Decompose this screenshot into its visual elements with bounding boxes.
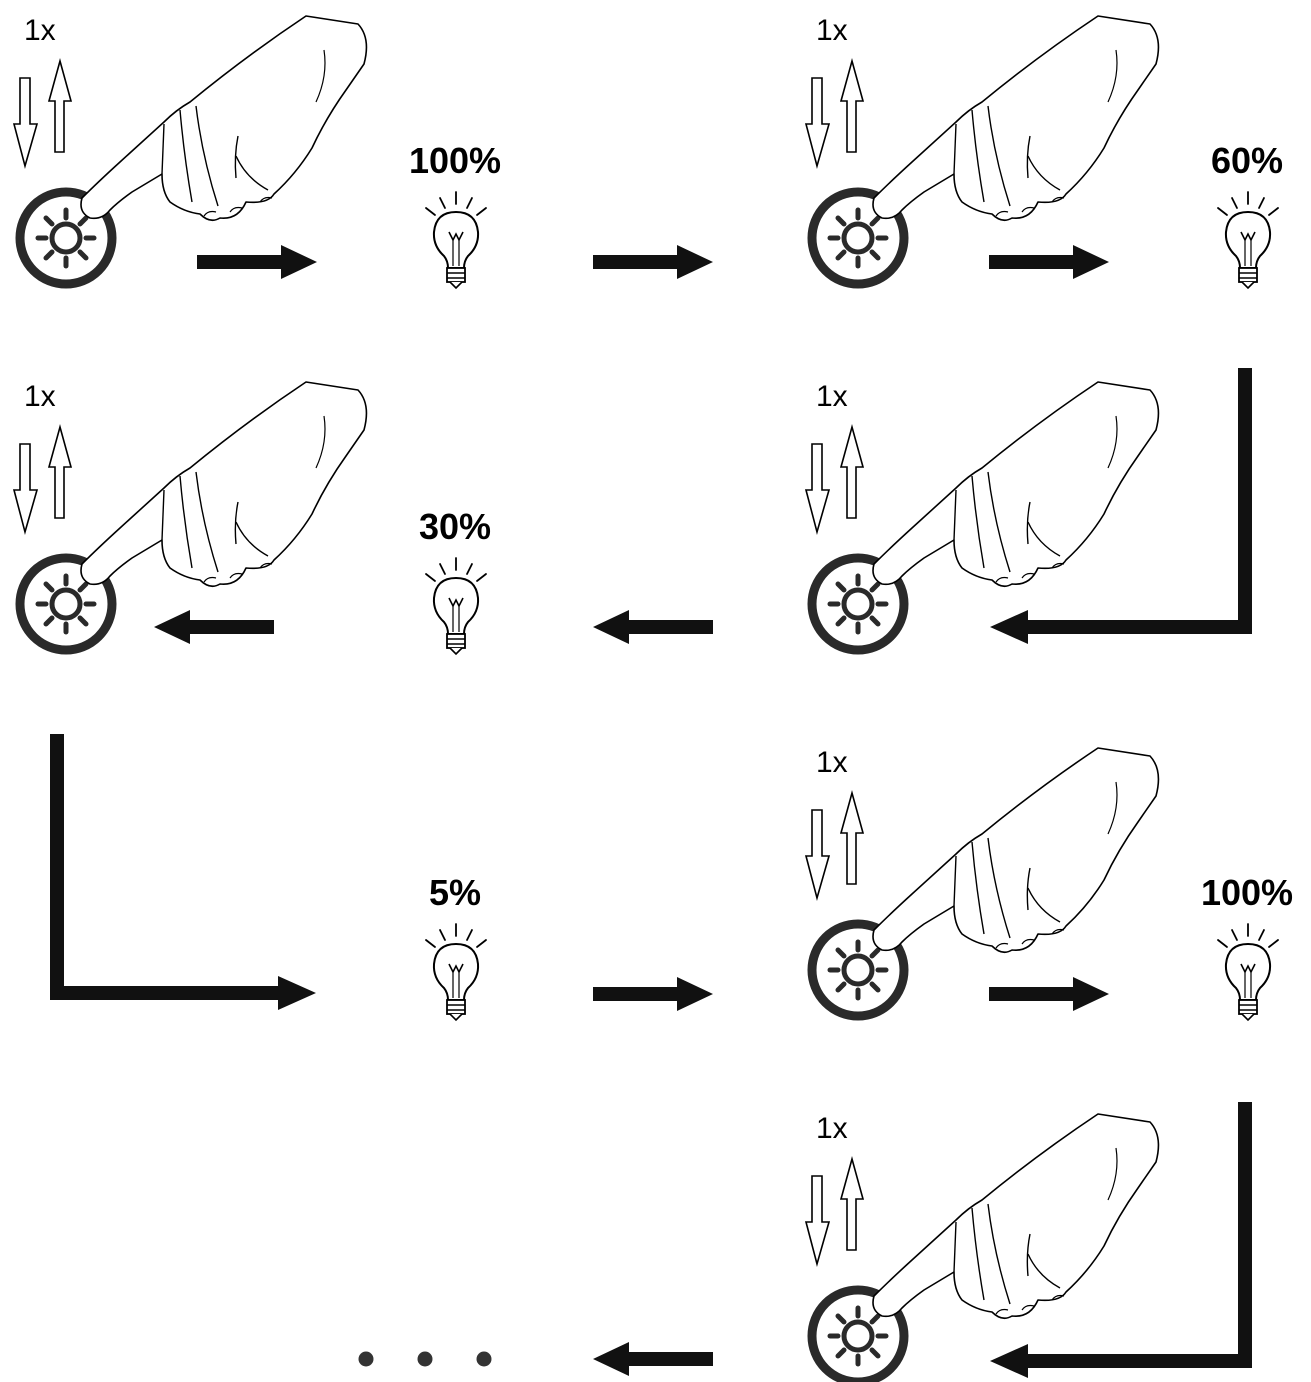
brightness-level-step-4: 5% xyxy=(380,872,530,1032)
flow-arrow-left xyxy=(154,610,274,644)
button-press-step-6: 1x xyxy=(798,1104,1168,1382)
light-bulb-icon xyxy=(425,191,487,289)
brightness-level-step-3: 30% xyxy=(380,506,530,666)
light-bulb-icon xyxy=(1217,923,1279,1021)
brightness-value: 100% xyxy=(408,140,502,181)
button-press-step-1: 1x xyxy=(6,6,376,296)
pointing-hand-icon xyxy=(798,1104,1168,1382)
flow-arrow-return-left xyxy=(990,368,1252,644)
flow-arrow-right xyxy=(989,977,1109,1011)
button-press-step-5: 1x xyxy=(798,738,1168,1028)
brightness-level-step-1: 100% xyxy=(380,140,530,300)
button-press-step-2: 1x xyxy=(798,6,1168,296)
flow-arrow-right xyxy=(593,245,713,279)
light-bulb-icon xyxy=(425,557,487,655)
brightness-value: 60% xyxy=(1210,140,1284,181)
brightness-value: 30% xyxy=(418,506,492,547)
flow-arrow-return-left xyxy=(990,1102,1252,1378)
flow-arrow-right xyxy=(197,245,317,279)
pointing-hand-icon xyxy=(6,372,376,662)
press-count-label: 1x xyxy=(816,746,848,779)
light-bulb-icon xyxy=(1217,191,1279,289)
flow-arrow-return-right xyxy=(50,734,316,1010)
brightness-value: 5% xyxy=(428,872,482,913)
button-press-step-3: 1x xyxy=(798,372,1168,662)
flow-arrow-right xyxy=(593,977,713,1011)
flow-arrow-left xyxy=(593,610,713,644)
brightness-value: 100% xyxy=(1200,872,1294,913)
brightness-level-step-2: 60% xyxy=(1172,140,1311,300)
pointing-hand-icon xyxy=(6,6,376,296)
brightness-level-step-5: 100% xyxy=(1172,872,1311,1032)
light-bulb-icon xyxy=(425,923,487,1021)
flow-arrow-right xyxy=(989,245,1109,279)
press-count-label: 1x xyxy=(816,1112,848,1145)
press-count-label: 1x xyxy=(24,14,56,47)
button-press-step-4: 1x xyxy=(6,372,376,662)
pointing-hand-icon xyxy=(798,738,1168,1028)
press-count-label: 1x xyxy=(24,380,56,413)
flow-arrow-left xyxy=(593,1342,713,1376)
pointing-hand-icon xyxy=(798,6,1168,296)
press-count-label: 1x xyxy=(816,14,848,47)
pointing-hand-icon xyxy=(798,372,1168,662)
press-count-label: 1x xyxy=(816,380,848,413)
continuation-ellipsis xyxy=(358,1351,492,1367)
